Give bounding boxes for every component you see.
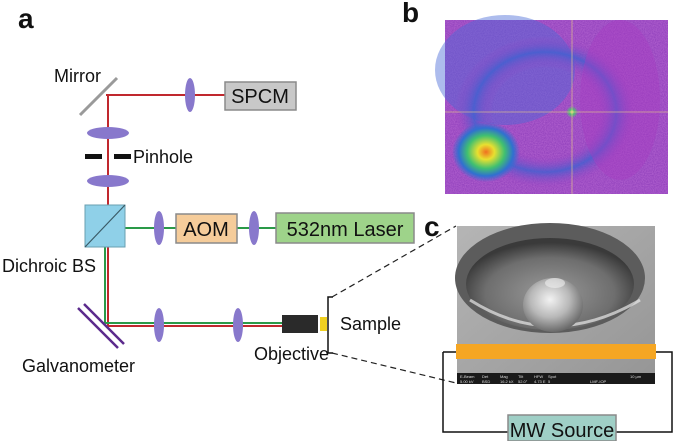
lens-icon bbox=[233, 308, 243, 342]
objective-icon bbox=[282, 315, 318, 333]
svg-text:16.2 kX: 16.2 kX bbox=[500, 379, 514, 384]
sample-icon bbox=[320, 317, 327, 331]
lens-icon bbox=[87, 175, 129, 187]
galvanometer-label: Galvanometer bbox=[22, 356, 135, 376]
galvanometer-icon bbox=[77, 303, 125, 349]
svg-text:E-Beam: E-Beam bbox=[460, 374, 475, 379]
panel-label-b: b bbox=[402, 0, 419, 28]
zoom-lines bbox=[331, 225, 457, 384]
sem-info-bar: E-Beam Det Mag Tilt HFW Spot 10 µm 5.00 … bbox=[460, 374, 642, 384]
svg-text:LMF-IOP: LMF-IOP bbox=[590, 379, 607, 384]
aom-box: AOM bbox=[175, 213, 238, 244]
pinhole-icon bbox=[85, 154, 131, 159]
lens-icon bbox=[87, 127, 129, 139]
svg-text:HFW: HFW bbox=[534, 374, 543, 379]
svg-text:52.0°: 52.0° bbox=[518, 379, 528, 384]
mirror-label: Mirror bbox=[54, 66, 101, 86]
sem-image: E-Beam Det Mag Tilt HFW Spot 10 µm 5.00 … bbox=[455, 223, 655, 384]
svg-text:4.73 E: 4.73 E bbox=[534, 379, 546, 384]
svg-text:10 µm: 10 µm bbox=[630, 374, 642, 379]
svg-text:BSD: BSD bbox=[482, 379, 490, 384]
panel-label-a: a bbox=[18, 3, 34, 34]
svg-text:5: 5 bbox=[548, 379, 551, 384]
panel-label-c: c bbox=[424, 211, 440, 242]
mirror-icon bbox=[78, 76, 119, 117]
lens-icon bbox=[154, 308, 164, 342]
lens-icon bbox=[249, 211, 259, 245]
lens-icon bbox=[154, 211, 164, 245]
dichroic-label: Dichroic BS bbox=[2, 256, 96, 276]
pinhole-label: Pinhole bbox=[133, 147, 193, 167]
aom-label: AOM bbox=[183, 219, 229, 241]
red-beam bbox=[106, 94, 285, 327]
svg-text:5.00 kV: 5.00 kV bbox=[460, 379, 474, 384]
mw-circuit bbox=[442, 351, 673, 433]
svg-text:Mag: Mag bbox=[500, 374, 508, 379]
spcm-box: SPCM bbox=[224, 81, 297, 111]
svg-text:Tilt: Tilt bbox=[518, 374, 524, 379]
spcm-label: SPCM bbox=[231, 86, 289, 108]
lens-icon bbox=[185, 78, 195, 112]
dichroic-bs-icon bbox=[84, 204, 126, 248]
laser-label: 532nm Laser bbox=[287, 219, 404, 241]
svg-text:Det: Det bbox=[482, 374, 489, 379]
sample-label: Sample bbox=[340, 314, 401, 334]
fluorescence-image bbox=[435, 15, 668, 194]
objective-label: Objective bbox=[254, 344, 329, 364]
laser-box: 532nm Laser bbox=[275, 212, 415, 244]
svg-text:Spot: Spot bbox=[548, 374, 557, 379]
sample-bracket bbox=[327, 296, 333, 354]
mw-source-label: MW Source bbox=[510, 420, 614, 441]
stripline bbox=[456, 344, 656, 359]
mw-source-box: MW Source bbox=[507, 414, 617, 441]
lenses bbox=[87, 78, 259, 342]
